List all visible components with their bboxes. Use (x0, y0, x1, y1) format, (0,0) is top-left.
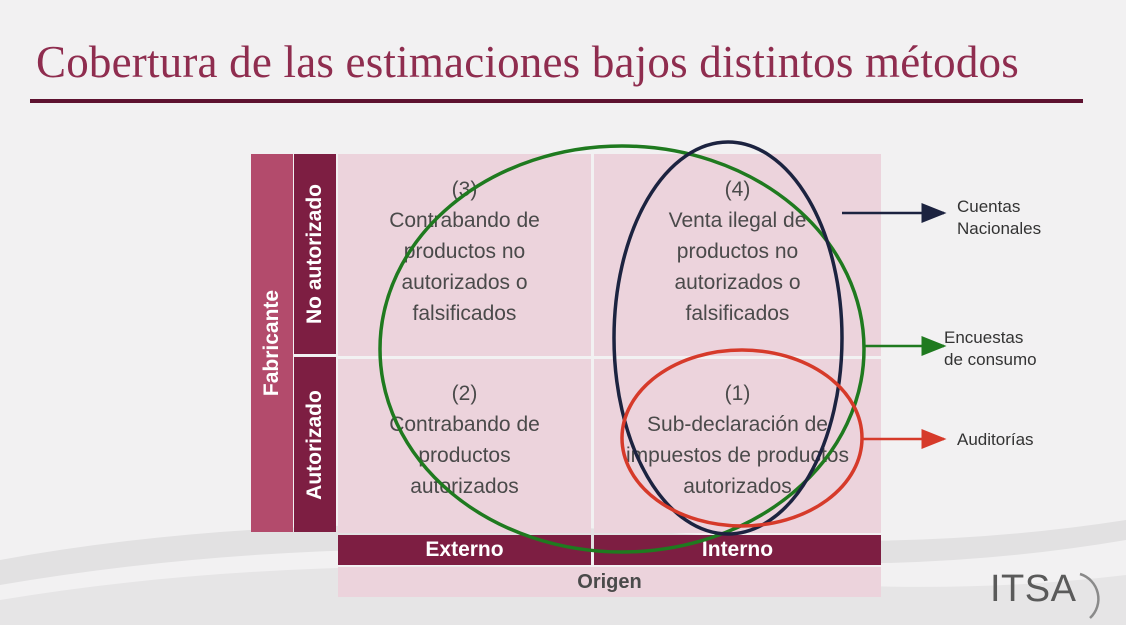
cell-text-line: Contrabando de (389, 413, 540, 436)
legend-line: Nacionales (957, 219, 1042, 238)
legend-auditorias: Auditorías (957, 430, 1034, 449)
legend-line: Cuentas (957, 197, 1021, 216)
title-divider (30, 99, 1083, 103)
legend-line: Encuestas (944, 328, 1024, 347)
slide-title: Cobertura de las estimaciones bajos dist… (36, 37, 1019, 87)
cell-4-venta-ilegal: (4) Venta ilegal de productos no autoriz… (594, 154, 881, 356)
row-header-fabricante: Fabricante (251, 154, 293, 532)
cell-text-line: Venta ilegal de (668, 209, 807, 232)
row-label-autorizado-text: Autorizado (303, 389, 326, 500)
legend-cuentas-nacionales: Cuentas Nacionales (957, 196, 1041, 240)
cell-number: (3) (451, 178, 478, 201)
itsa-logo: ITSA (990, 568, 1077, 610)
cell-text-line: falsificados (412, 302, 517, 325)
row-header-label: Fabricante (260, 289, 284, 397)
cell-3-contrabando-no-autorizados: (3) Contrabando de productos no autoriza… (338, 154, 591, 356)
cell-text-line: impuestos de productos (626, 444, 849, 467)
cell-number: (4) (724, 178, 751, 201)
cell-text-line: Contrabando de (389, 209, 540, 232)
cell-text-line: autorizados (683, 475, 792, 498)
cell-text-line: Sub-declaración de (647, 413, 828, 436)
cell-text-line: autorizados (410, 475, 519, 498)
cell-text-line: productos (418, 444, 511, 467)
column-header-origen: Origen (338, 567, 881, 597)
cell-text-line: falsificados (685, 302, 790, 325)
row-label-no-autorizado: No autorizado (294, 154, 336, 354)
cell-1-sub-declaracion: (1) Sub-declaración de impuestos de prod… (594, 359, 881, 533)
row-label-autorizado: Autorizado (294, 357, 336, 532)
cell-text-line: productos no (676, 240, 799, 263)
cell-text-line: autorizados o (401, 271, 528, 294)
cell-text-line: productos no (403, 240, 526, 263)
cell-number: (1) (724, 382, 751, 405)
cell-number: (2) (451, 382, 478, 405)
legend-line: de consumo (944, 350, 1037, 369)
column-header-interno: Interno (594, 535, 881, 565)
row-label-no-autorizado-text: No autorizado (303, 184, 326, 324)
cell-2-contrabando-autorizados: (2) Contrabando de productos autorizados (338, 359, 591, 533)
column-header-externo: Externo (338, 535, 591, 565)
cell-text-line: autorizados o (674, 271, 801, 294)
legend-encuestas-de-consumo: Encuestas de consumo (944, 327, 1037, 371)
